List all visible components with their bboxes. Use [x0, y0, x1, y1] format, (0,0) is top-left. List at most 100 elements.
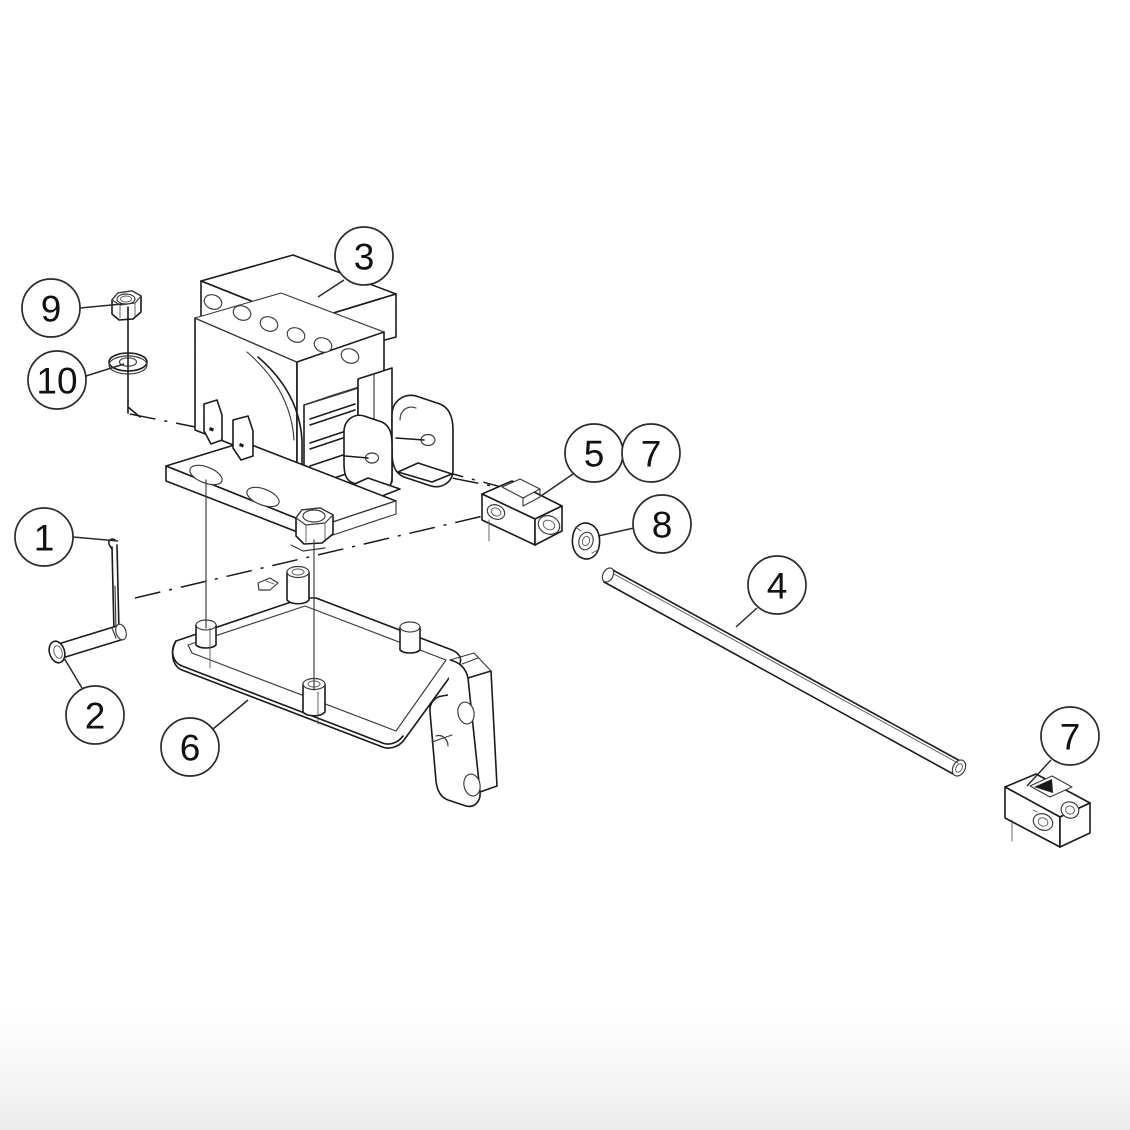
callout-balloon-8[interactable]: 8	[597, 494, 692, 554]
callout-number-7: 7	[1060, 717, 1081, 758]
callout-balloon-10[interactable]: 10	[27, 350, 125, 410]
rear-tab-line	[265, 580, 275, 585]
part-2-clevis-pin	[48, 623, 127, 664]
mount-hole-2	[232, 305, 252, 321]
callout-leader-9	[79, 303, 123, 309]
callout-number-2: 2	[85, 696, 106, 737]
flange-tab-right	[232, 415, 254, 461]
base-plate-top-face	[171, 597, 462, 749]
mount-inner-bracket-ear	[343, 414, 393, 492]
callout-circle-10[interactable]	[27, 350, 87, 410]
inner-ear-pin-shaft	[344, 455, 369, 459]
cotter-pin-leg-a	[111, 546, 115, 633]
mount-hole-4	[286, 327, 306, 343]
pad-slot-1	[309, 403, 356, 420]
boss-rear-center-body	[286, 571, 310, 605]
cotter-pin-leg-b	[116, 544, 120, 633]
isolator-bulge-outline	[257, 356, 303, 471]
bracket-arm-right-edge	[467, 670, 498, 793]
boss-center-body	[302, 683, 326, 717]
hex-nut-bore-inner	[120, 295, 132, 303]
mount-hole-1	[203, 294, 223, 310]
boss-rear-center-bore	[291, 568, 305, 576]
fastener-drop-elbow	[127, 406, 141, 418]
part-9-10-install-line	[127, 306, 141, 418]
callout-number-1: 1	[34, 518, 55, 559]
bracket-arm-small-pin-a	[431, 734, 453, 743]
callout-circle-7[interactable]	[621, 423, 681, 483]
jam-nut-bore-inner	[581, 535, 591, 547]
callout-leader-1	[72, 536, 119, 542]
boss-rear-left	[195, 619, 217, 649]
callout-number-3: 3	[354, 237, 375, 278]
installed-nut-bore	[302, 509, 326, 523]
part-7-clevis-fitting-lower	[1004, 773, 1091, 848]
clevis-pin-head-inner	[53, 645, 63, 659]
clevis7-fork-slot-shadow	[1034, 779, 1053, 793]
mount-hole-6	[340, 348, 360, 364]
bracket-ear-inner-curve	[399, 406, 417, 421]
bracket-ear-pin-shaft	[395, 437, 425, 441]
clevis7-eye-b	[1060, 801, 1080, 819]
isolator-bulge-edge	[246, 351, 295, 441]
base-plate-install-lines	[205, 479, 319, 725]
callout-balloon-9[interactable]: 9	[21, 278, 123, 338]
callout-leader-2	[63, 657, 83, 689]
callout-circle-4[interactable]	[747, 555, 807, 615]
hex-nut-bore	[116, 293, 136, 305]
boss-rear-right	[399, 621, 421, 654]
callout-circle-8[interactable]	[632, 494, 692, 554]
callout-circle-6[interactable]	[160, 717, 220, 777]
yoke-right-boss-bore	[542, 519, 556, 531]
callout-balloon-4[interactable]: 4	[735, 555, 807, 628]
yoke-left-eye	[486, 504, 506, 520]
callout-number-7: 7	[641, 434, 662, 475]
part-1-cotter-pin	[108, 538, 120, 633]
callout-balloon-6[interactable]: 6	[160, 699, 249, 777]
callout-balloon-5[interactable]: 5	[540, 423, 624, 497]
bracket-foot-right	[397, 462, 453, 483]
jam-nut-bore	[578, 531, 594, 551]
callout-leader-7	[1026, 759, 1052, 787]
mount-installed-hex-nut	[295, 507, 334, 545]
mount-right-bracket-ear	[391, 394, 454, 488]
callout-circle-9[interactable]	[21, 278, 81, 338]
flange-tab-left	[203, 399, 223, 445]
flange-slot-1	[189, 464, 223, 486]
callout-balloon-1[interactable]: 1	[14, 507, 119, 567]
part-3-mount-body-assembly	[165, 254, 454, 552]
callout-circle-7[interactable]	[1040, 706, 1100, 766]
callout-balloon-7[interactable]: 7	[1026, 706, 1100, 787]
boss-rear-right-body	[399, 626, 421, 654]
callout-number-5: 5	[584, 434, 605, 475]
rod-end-left	[601, 567, 615, 583]
bracket-arm-hole-upper	[457, 701, 475, 725]
callout-balloon-2[interactable]: 2	[63, 657, 125, 745]
part-9-hex-lock-nut	[111, 290, 142, 321]
callout-number-4: 4	[767, 566, 788, 607]
boss-rear-center	[286, 565, 310, 605]
flange-tab-right-hole	[239, 443, 244, 448]
bracket-arm-hole-lower	[463, 773, 481, 797]
callout-number-10: 10	[36, 361, 77, 402]
callout-circle-2[interactable]	[65, 685, 125, 745]
bracket-arm-small-pin-b	[461, 657, 479, 665]
callout-leader-4	[735, 607, 758, 628]
callout-circle-3[interactable]	[334, 226, 394, 286]
base-plate-inner-groove	[187, 605, 447, 732]
callout-balloon-3[interactable]: 3	[317, 226, 394, 298]
base-plate-bracket-arm	[429, 652, 498, 808]
rod-end-right	[951, 759, 967, 777]
mount-bracket-feet	[349, 462, 453, 497]
callout-number-8: 8	[652, 505, 673, 546]
callout-number-9: 9	[41, 289, 62, 330]
part-8-jam-nut	[571, 522, 601, 560]
flange-tab-left-hole	[209, 427, 214, 432]
part-4-connecting-rod	[601, 567, 967, 777]
clevis7-eye-a-inner	[1037, 817, 1049, 827]
callout-circle-1[interactable]	[14, 507, 74, 567]
callout-balloon-7[interactable]: 7	[621, 423, 681, 483]
callout-leader-8	[597, 527, 635, 537]
